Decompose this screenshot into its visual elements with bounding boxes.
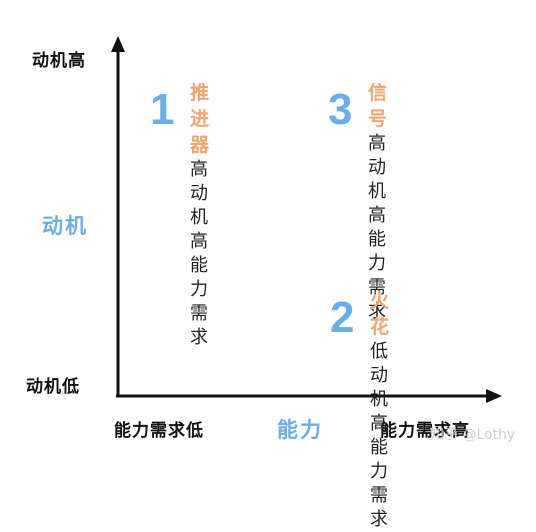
x-axis-arrow	[486, 389, 502, 403]
y-axis-high-label: 动机高	[32, 51, 86, 71]
quadrant-ability: 高能力需求	[368, 205, 387, 322]
y-axis-low-label: 动机低	[26, 377, 80, 397]
quadrant-ability: 高能力需求	[370, 413, 389, 530]
axes	[111, 36, 502, 403]
motivation-ability-diagram: 动机高 动机 动机低 能力需求低 能力 能力需求高 1 推进器 高动机 高能力需…	[26, 36, 516, 530]
x-axis-title: 能力	[277, 418, 323, 442]
quadrant-name: 火花	[370, 290, 391, 338]
quadrant-name: 推进器	[190, 82, 211, 156]
quadrant-number: 1	[150, 85, 175, 134]
quadrant-motivation: 高动机	[190, 159, 209, 228]
quadrant-number: 3	[328, 85, 353, 134]
quadrant-motivation: 高动机	[368, 133, 387, 202]
watermark: 知乎 @Lothy	[430, 427, 516, 443]
x-axis-low-label: 能力需求低	[114, 421, 204, 441]
quadrant-ability: 高能力需求	[190, 231, 209, 348]
y-axis-arrow	[111, 36, 125, 52]
quadrant-motivation: 低动机	[370, 341, 389, 410]
quadrant-name: 信号	[368, 82, 389, 130]
y-axis-title: 动机	[42, 214, 88, 238]
quadrant-number: 2	[330, 293, 355, 342]
x-axis-high-label: 能力需求高	[380, 421, 470, 441]
